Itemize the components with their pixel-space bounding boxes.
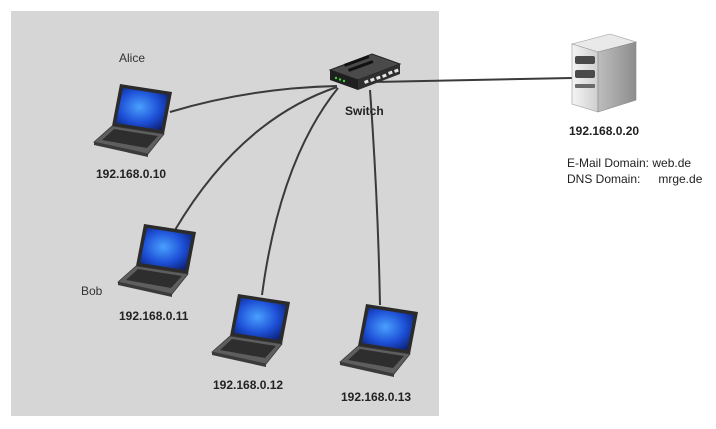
host-ip-12: 192.168.0.12: [213, 378, 284, 392]
server-email-domain: E-Mail Domain: web.de: [567, 156, 691, 170]
laptop-bob[interactable]: [116, 222, 198, 298]
cable-bob: [174, 86, 338, 231]
server-dns-domain: DNS Domain: mrge.de: [567, 172, 702, 186]
email-domain-key: E-Mail Domain:: [567, 156, 650, 170]
laptop-alice[interactable]: [92, 82, 174, 158]
server-icon: [570, 33, 638, 113]
switch-node[interactable]: [326, 48, 402, 94]
server-ip: 192.168.0.20: [569, 124, 640, 138]
host-ip-alice: 192.168.0.10: [96, 167, 167, 181]
cable-alice: [169, 85, 338, 113]
laptop-icon: [117, 224, 196, 297]
laptop-host-12[interactable]: [210, 292, 292, 368]
host-ip-bob: 192.168.0.11: [119, 309, 189, 323]
switch-icon: [328, 53, 402, 90]
laptop-icon: [339, 304, 418, 377]
cable-server: [371, 77, 573, 83]
laptop-host-13[interactable]: [338, 302, 420, 378]
cable-host-12: [261, 87, 339, 296]
server-node[interactable]: [566, 32, 638, 114]
email-domain-value: web.de: [652, 156, 692, 170]
switch-label: Switch: [345, 104, 384, 118]
laptop-icon: [93, 84, 172, 157]
dns-domain-key: DNS Domain:: [567, 172, 641, 186]
dns-domain-value: mrge.de: [658, 172, 703, 186]
host-name-alice: Alice: [119, 51, 146, 65]
host-name-bob: Bob: [81, 284, 103, 298]
host-ip-13: 192.168.0.13: [341, 390, 412, 404]
cable-host-13: [369, 89, 381, 306]
laptop-icon: [211, 294, 290, 367]
